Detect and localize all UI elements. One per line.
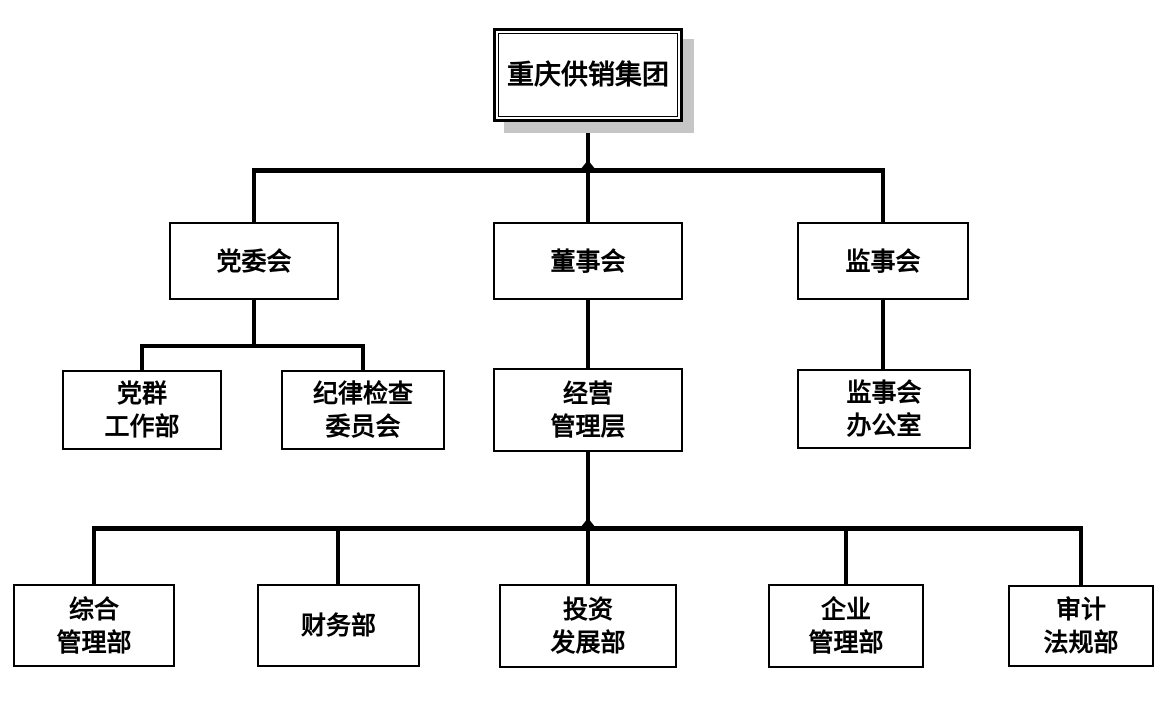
node-label: 管理部 [56,627,132,657]
node-label: 董事会 [550,246,626,276]
org-node-party-committee: 党委会 [169,222,339,300]
connector-level2-horizontal [252,168,885,173]
node-label: 管理部 [808,628,884,657]
node-label: 管理层 [550,412,626,441]
node-label: 监事会 [845,246,921,276]
org-node-discipline-inspection-committee: 纪律检查 委员会 [281,370,445,450]
org-node-root: 重庆供销集团 [493,28,683,122]
org-node-board-of-directors: 董事会 [493,222,683,300]
org-node-board-of-supervisors: 监事会 [797,222,969,300]
connector-directors-stub [586,170,590,224]
connector-investment-stub [586,528,590,586]
org-node-audit-legal-dept: 审计 法规部 [1008,585,1154,667]
connector-root-drop [586,120,590,170]
org-node-supervisors-office: 监事会 办公室 [797,369,971,449]
org-node-general-management-dept: 综合 管理部 [13,584,175,667]
arrow-up-icon [580,518,596,528]
node-label: 党群 [116,379,167,408]
connector-audit-stub [1079,528,1083,587]
connector-party-horizontal [140,344,365,348]
node-label: 经营 [562,379,613,408]
node-label: 审计 [1055,595,1106,624]
connector-directors-drop [586,298,590,370]
connector-discipline-stub [361,346,365,373]
org-node-investment-development-dept: 投资 发展部 [499,584,677,668]
connector-management-drop [586,450,590,528]
org-node-management-team: 经营 管理层 [493,368,683,452]
node-label: 法规部 [1043,628,1119,657]
node-label: 企业 [820,595,871,624]
node-label: 发展部 [550,628,626,657]
org-node-enterprise-management-dept: 企业 管理部 [768,584,924,668]
connector-partymass-stub [140,346,144,373]
node-label: 财务部 [300,611,376,640]
node-label: 办公室 [846,411,922,440]
connector-supervisors-drop [881,298,885,371]
org-node-finance-dept: 财务部 [257,584,420,667]
node-label: 工作部 [104,412,180,441]
node-label: 纪律检查 [312,379,413,408]
arrow-up-icon [580,160,596,170]
node-label: 投资 [562,595,613,624]
node-label: 监事会 [846,378,922,407]
connector-supervisors-stub [881,170,885,224]
connector-finance-stub [336,528,340,586]
node-label: 综合 [68,594,119,624]
org-node-party-mass-work-dept: 党群 工作部 [62,370,222,450]
connector-general-stub [92,528,96,586]
node-label: 重庆供销集团 [507,59,669,91]
node-label: 委员会 [325,412,401,441]
node-label: 党委会 [216,246,292,276]
connector-party-stub [252,170,256,224]
connector-party-drop [252,298,256,346]
connector-enterprise-stub [844,528,848,586]
